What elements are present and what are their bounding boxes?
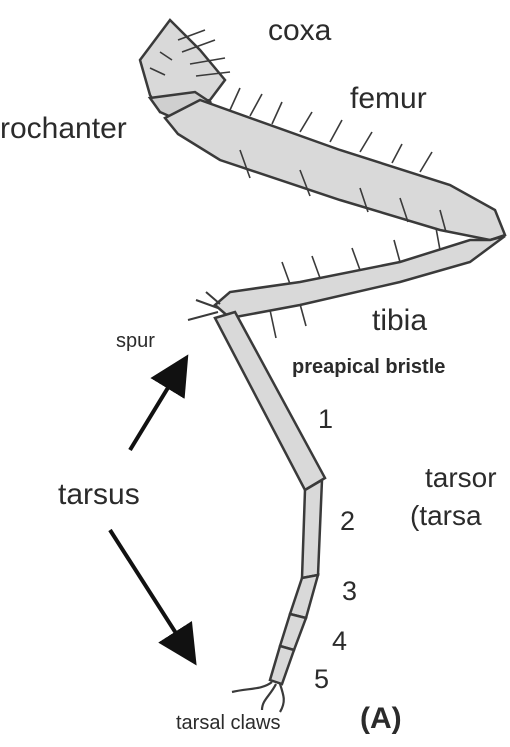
label-tarsomere-line2: (tarsa	[410, 500, 482, 532]
tarsomere-2-segment	[302, 480, 322, 578]
label-preapical-bristle: preapical bristle	[292, 356, 445, 379]
panel-letter: (A)	[360, 702, 402, 736]
label-tarsal-claws: tarsal claws	[176, 712, 280, 735]
label-tarsomere-4: 4	[332, 626, 347, 657]
tarsomere-4-segment	[280, 614, 306, 650]
tarsus-arrow-up	[130, 368, 180, 450]
label-coxa: coxa	[268, 14, 331, 48]
tarsomere-3-segment	[290, 575, 318, 618]
tarsal-claws	[232, 682, 284, 712]
tarsomere-1-segment	[215, 312, 325, 490]
label-tarsus: tarsus	[58, 478, 140, 512]
femur-segment	[165, 100, 505, 240]
label-tibia: tibia	[372, 304, 427, 338]
label-femur: femur	[350, 82, 427, 116]
tibia-segment	[215, 236, 505, 318]
tarsomere-5-segment	[270, 646, 294, 684]
label-tarsomere-1: 1	[318, 404, 333, 435]
label-tarsomere-line1: tarsor	[425, 462, 497, 494]
label-tarsomere-3: 3	[342, 576, 357, 607]
tarsus-arrow-down	[110, 530, 188, 652]
label-tarsomere-2: 2	[340, 506, 355, 537]
label-tarsomere-5: 5	[314, 664, 329, 695]
label-trochanter: rochanter	[0, 112, 127, 146]
label-spur: spur	[116, 330, 155, 353]
spur	[188, 292, 220, 320]
